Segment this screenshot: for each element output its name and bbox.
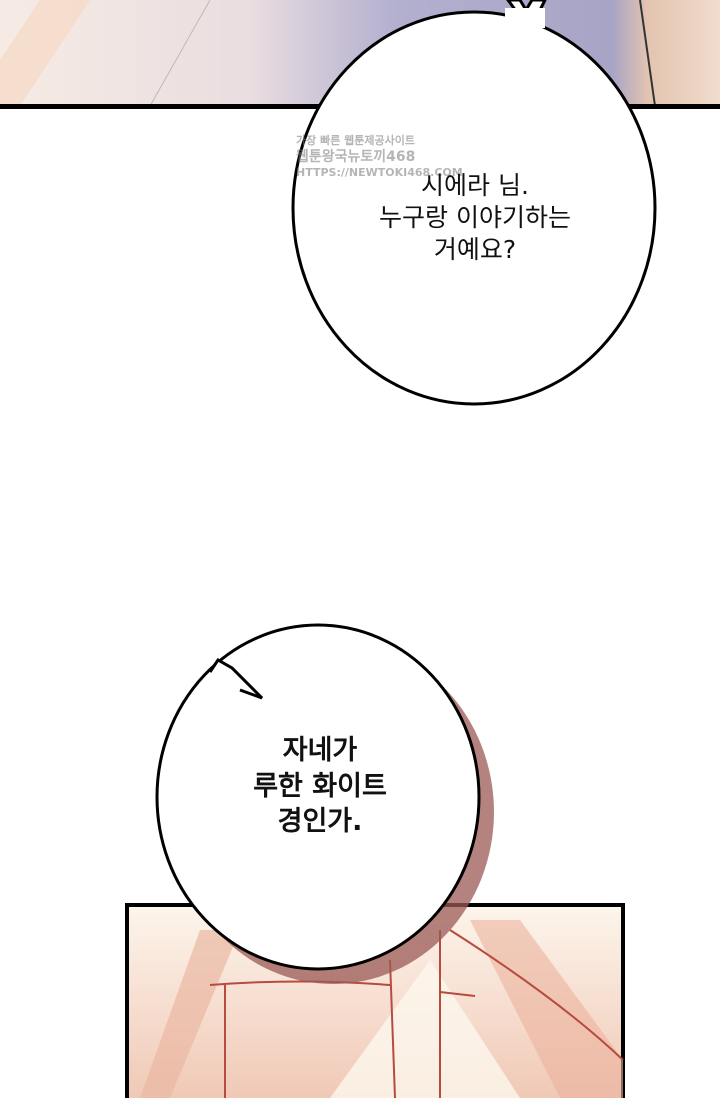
speech-bubble-1 [291, 0, 657, 406]
speech-bubble-2 [155, 623, 494, 984]
bubble-2-text: 자네가 루한 화이트 경인가. [190, 733, 450, 840]
watermark-line: 웹툰왕국뉴토끼468 [296, 149, 416, 166]
dialogue-line: 시에라 님. [421, 171, 529, 200]
bubble-1-text: 시에라 님. 누구랑 이야기하는 거예요? [330, 170, 620, 266]
watermark-line: 가장 빠른 웹툰제공사이트 [296, 134, 415, 147]
dialogue-line: 경인가. [277, 806, 363, 838]
watermark: 가장 빠른 웹툰제공사이트 웹툰왕국뉴토끼468 HTTPS://NEWTOKI… [296, 134, 463, 181]
watermark-line: HTTPS://NEWTOKI468.COM [296, 166, 463, 180]
dialogue-line: 거예요? [433, 235, 517, 264]
dialogue-line: 누구랑 이야기하는 [379, 203, 571, 232]
dialogue-line: 루한 화이트 [253, 770, 387, 802]
dialogue-line: 자네가 [282, 735, 358, 766]
